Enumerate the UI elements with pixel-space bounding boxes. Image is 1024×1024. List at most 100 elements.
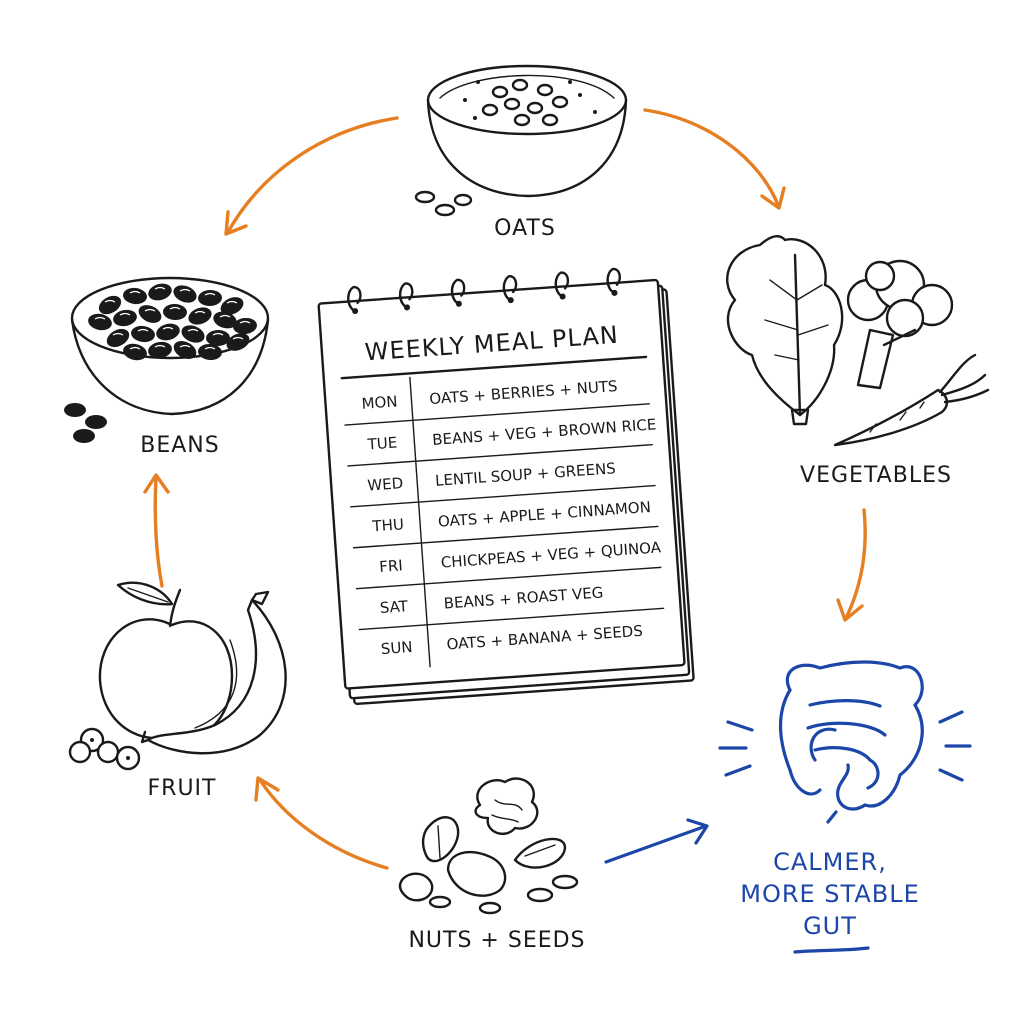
- bean-highlight: [219, 314, 231, 318]
- spiral-ring: [554, 271, 570, 298]
- plan-row-divider: [355, 566, 662, 590]
- beans-bowl-illustration: BEANS: [64, 276, 270, 458]
- gut-label-line2: MORE STABLE: [740, 880, 920, 908]
- bean: [88, 313, 112, 331]
- title-divider: [340, 355, 648, 380]
- bean-highlight: [144, 308, 156, 312]
- gut-label-line1: CALMER,: [773, 848, 887, 876]
- plan-day-0: MON: [361, 392, 398, 412]
- cashew-icon: [398, 850, 507, 902]
- oats-label: OATS: [494, 216, 556, 241]
- fruit-label: FRUIT: [148, 776, 217, 801]
- arrow-fruit-to-beans: [143, 473, 170, 588]
- bean-highlight: [204, 346, 216, 350]
- oats-bowl-illustration: OATS: [414, 64, 628, 241]
- bean: [198, 289, 222, 307]
- bean: [206, 329, 230, 347]
- arrow-nuts-to-gut: [604, 818, 709, 864]
- arrow-beans-to-oats: [224, 116, 399, 236]
- plan-row-divider: [358, 607, 665, 631]
- bean: [131, 325, 155, 343]
- bean: [213, 311, 237, 329]
- cycle-arrows: [143, 108, 867, 870]
- bean: [173, 341, 197, 359]
- spiral-hole: [611, 289, 618, 296]
- bean: [148, 283, 172, 301]
- bean: [233, 317, 257, 335]
- bean-highlight: [179, 344, 191, 348]
- bean: [156, 323, 180, 341]
- bean-highlight: [129, 290, 141, 294]
- gut-illustration: CALMER, MORE STABLE GUT: [718, 660, 972, 954]
- plan-day-5: SAT: [379, 597, 409, 617]
- nuts-seeds-illustration: NUTS + SEEDS: [398, 777, 585, 953]
- bean-highlight: [137, 328, 149, 332]
- bean: [163, 303, 187, 321]
- bean-highlight: [232, 336, 244, 340]
- spiral-hole: [403, 304, 410, 311]
- gut-underline: [793, 946, 870, 954]
- bean-highlight: [194, 310, 206, 314]
- spiral-ring: [450, 278, 466, 306]
- arrow-vegetables-to-gut: [836, 508, 867, 622]
- bean-highlight: [129, 346, 141, 350]
- bean: [226, 333, 250, 351]
- plan-day-6: SUN: [380, 638, 413, 658]
- bean-highlight: [154, 344, 166, 348]
- apple-icon: [98, 581, 234, 740]
- arrow-nuts-to-fruit: [254, 776, 389, 870]
- spiral-ring: [606, 267, 621, 295]
- bean-highlight: [112, 332, 124, 336]
- bean-highlight: [104, 299, 116, 303]
- bean-highlight: [162, 326, 174, 330]
- intestine-icon: [779, 660, 924, 824]
- bean: [148, 341, 172, 359]
- bean: [113, 309, 137, 327]
- spiral-hole: [559, 293, 566, 300]
- oat-grains: [463, 78, 597, 127]
- arrow-oats-to-vegetables: [643, 108, 786, 210]
- plan-day-3: THU: [371, 515, 405, 535]
- bean-highlight: [226, 300, 238, 304]
- bean-highlight: [239, 320, 251, 324]
- plan-row-divider: [352, 525, 659, 549]
- bean: [123, 287, 147, 305]
- bean-highlight: [119, 312, 131, 316]
- nuts-seeds-label: NUTS + SEEDS: [408, 928, 585, 953]
- bean-highlight: [179, 288, 191, 292]
- broccoli-icon: [846, 259, 954, 390]
- bean-highlight: [169, 306, 181, 310]
- plan-row-divider: [344, 403, 650, 426]
- bean-highlight: [204, 292, 216, 296]
- plan-row-divider: [350, 484, 656, 508]
- bean: [106, 328, 130, 348]
- spiral-hole: [352, 308, 359, 315]
- spiral-ring: [398, 282, 414, 309]
- almond-icon: [421, 816, 567, 869]
- bean: [123, 343, 147, 361]
- bean: [173, 285, 197, 303]
- plan-day-4: FRI: [379, 556, 404, 576]
- bean: [220, 297, 244, 315]
- bean: [188, 307, 212, 325]
- bean-highlight: [187, 328, 199, 332]
- spiral-ring: [347, 285, 362, 313]
- gut-label-line3: GUT: [803, 912, 857, 940]
- banana-icon: [140, 590, 287, 755]
- plan-day-1: TUE: [366, 433, 398, 453]
- bean-pile: [88, 283, 257, 361]
- bean: [138, 305, 162, 323]
- carrot-icon: [833, 353, 990, 447]
- bean-highlight: [94, 316, 106, 320]
- walnut-icon: [474, 777, 539, 835]
- spiral-binding: [347, 267, 621, 315]
- vegetables-label: VEGETABLES: [800, 463, 952, 488]
- spiral-ring: [502, 275, 518, 302]
- vegetables-illustration: VEGETABLES: [726, 235, 990, 488]
- bean: [181, 325, 205, 343]
- bean-highlight: [154, 286, 166, 290]
- day-column-divider: [409, 376, 431, 668]
- beans-label: BEANS: [140, 433, 219, 458]
- spiral-hole: [507, 297, 514, 304]
